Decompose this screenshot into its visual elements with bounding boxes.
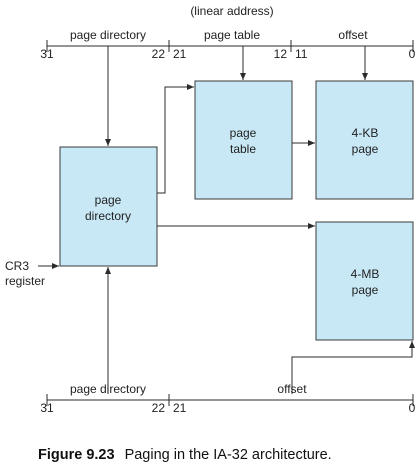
bottom-bit-21: 21 bbox=[173, 401, 187, 415]
bottom-bit-0: 0 bbox=[409, 401, 416, 415]
page-4mb-box-label-1: 4-MB bbox=[351, 267, 380, 281]
top-bit-22: 22 bbox=[152, 47, 166, 61]
top-field-page-table: page table bbox=[204, 28, 260, 42]
bottom-address-bar bbox=[46, 394, 414, 406]
bottom-bit-31: 31 bbox=[40, 401, 54, 415]
page-directory-box-label-2: directory bbox=[85, 209, 131, 223]
figure-caption: Figure 9.23 Paging in the IA-32 architect… bbox=[38, 447, 332, 463]
page-4kb-box-label-1: 4-KB bbox=[352, 126, 379, 140]
page-directory-box-label-1: page bbox=[95, 193, 122, 207]
page-directory-box bbox=[59, 146, 158, 267]
page-4mb-box bbox=[315, 221, 414, 341]
top-bit-0: 0 bbox=[409, 47, 416, 61]
top-bit-11: 11 bbox=[295, 47, 308, 61]
figure-caption-text: Paging in the IA-32 architecture. bbox=[125, 447, 332, 463]
top-bit-12: 12 bbox=[274, 47, 288, 61]
bottom-bit-22: 22 bbox=[152, 401, 166, 415]
cr3-label-line-1: CR3 bbox=[5, 259, 29, 273]
arrow-directory-to-table bbox=[157, 84, 194, 194]
page-table-box-label-2: table bbox=[230, 142, 256, 156]
cr3-label-line-2: register bbox=[5, 274, 45, 288]
top-field-offset: offset bbox=[338, 28, 368, 42]
figure-number: Figure 9.23 bbox=[38, 447, 115, 463]
page-4kb-box-label-2: page bbox=[352, 142, 379, 156]
bottom-field-page-directory: page directory bbox=[70, 382, 146, 396]
linear-address-label: (linear address) bbox=[190, 4, 273, 18]
page-4mb-box-label-2: page bbox=[352, 283, 379, 297]
page-table-box-label-1: page bbox=[230, 126, 257, 140]
page-4kb-box bbox=[315, 80, 414, 200]
page-table-box bbox=[194, 80, 293, 200]
bottom-field-offset: offset bbox=[277, 382, 307, 396]
top-field-page-directory: page directory bbox=[70, 28, 146, 42]
arrow-bottom-offset-to-4mb bbox=[291, 341, 415, 394]
top-bit-31: 31 bbox=[40, 47, 54, 61]
top-bit-21: 21 bbox=[173, 47, 187, 61]
